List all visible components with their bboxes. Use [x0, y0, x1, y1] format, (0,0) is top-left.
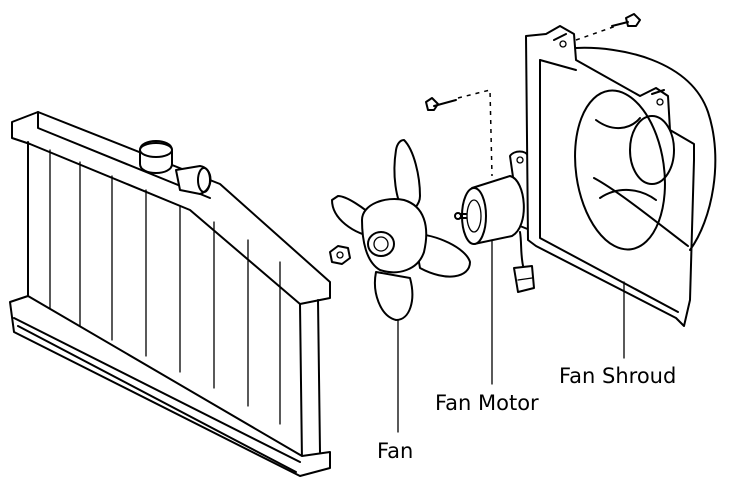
motor-bolt-guide [457, 89, 493, 177]
fan-motor-label: Fan Motor [435, 391, 539, 415]
shroud-bolt-guide [575, 25, 617, 41]
shroud-bolt [611, 13, 641, 27]
fan-nut [329, 245, 351, 265]
fan [331, 139, 471, 321]
radiator [9, 111, 331, 477]
fan-shroud-label: Fan Shroud [559, 364, 676, 388]
motor-bolt [425, 97, 457, 111]
fan-shroud [525, 25, 717, 327]
fan-label: Fan [377, 439, 413, 463]
